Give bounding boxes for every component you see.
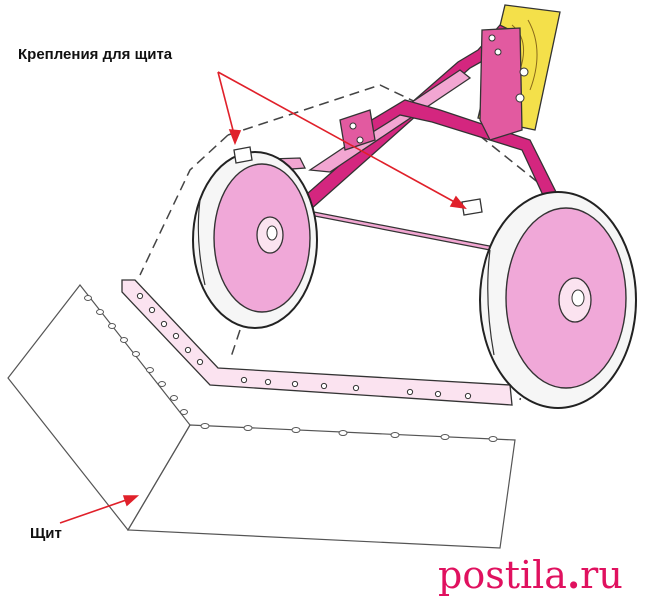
watermark-text-a: postila	[438, 553, 567, 597]
callout-arrows	[59, 71, 467, 524]
left-wheel	[192, 151, 318, 329]
shield-right-panel	[126, 424, 516, 549]
mount-bracket-right	[461, 198, 483, 216]
shield-holes	[84, 295, 498, 442]
watermark-text-b: ru	[580, 553, 623, 597]
mounting-rail	[121, 279, 513, 406]
frame-bolts	[349, 34, 529, 144]
mount-bracket-left	[233, 146, 253, 164]
shield-mount-brackets	[233, 146, 483, 216]
right-wheel	[479, 191, 637, 409]
watermark-dot: .	[566, 552, 581, 597]
shield	[7, 284, 516, 549]
watermark-logo: postila.ru	[438, 552, 623, 597]
shield-label: Щит	[30, 525, 62, 542]
mounts-label: Крепления для щита	[18, 46, 173, 63]
